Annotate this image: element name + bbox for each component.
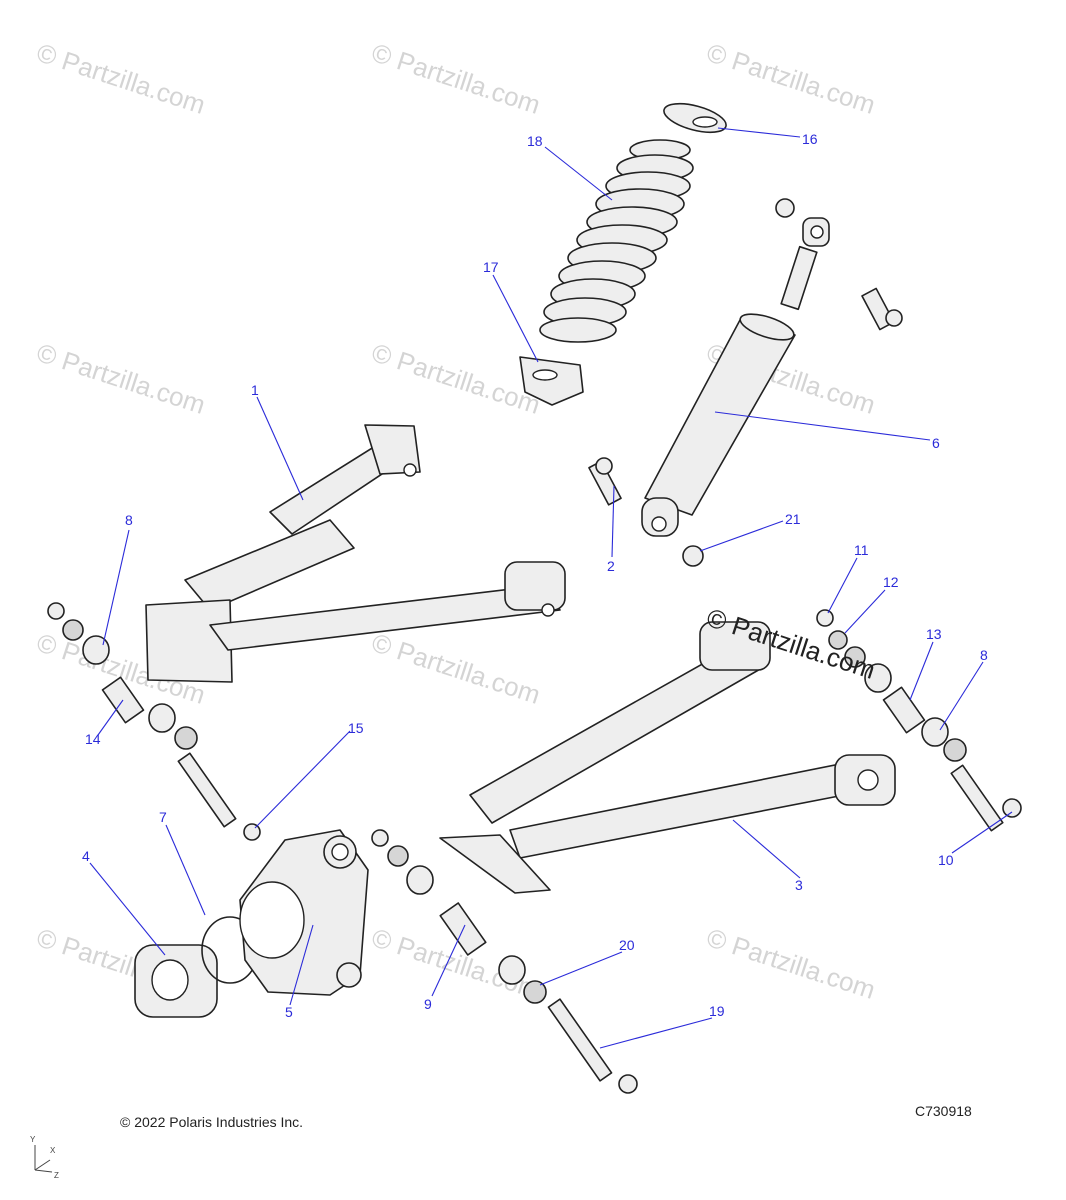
leader-line-9 <box>431 924 466 997</box>
callout-10: 10 <box>938 852 954 868</box>
callout-3: 3 <box>795 877 803 893</box>
part-shock-upper-bolt <box>861 287 903 331</box>
callout-6: 6 <box>932 435 940 451</box>
leader-line-16 <box>599 1017 713 1049</box>
axis-z-label: Z <box>54 1171 59 1180</box>
part-right-bushing-stack <box>816 609 1022 832</box>
leader-line-17 <box>717 127 801 138</box>
callout-11: 11 <box>854 542 869 558</box>
copyright-notice: © 2022 Polaris Industries Inc. <box>120 1114 303 1130</box>
callout-2: 2 <box>607 558 615 574</box>
callout-19: 18 <box>527 133 543 149</box>
leader-line-8 <box>102 529 130 646</box>
watermark: © Partzilla.com <box>368 337 544 420</box>
callout-15: 15 <box>348 720 364 736</box>
leader-line-7 <box>165 824 206 916</box>
watermark: © Partzilla.com <box>368 627 544 710</box>
leader-line-10 <box>951 811 1013 854</box>
axis-y-label: Y <box>30 1135 36 1144</box>
leader-line-21 <box>699 520 784 552</box>
callout-18: 17 <box>483 259 499 275</box>
part-wheel-bearing <box>134 944 218 1018</box>
leader-line-1 <box>256 396 304 501</box>
part-spring-seat <box>519 356 584 406</box>
callout-8: 8 <box>125 512 133 528</box>
part-nut-21 <box>682 545 704 567</box>
leader-line-18 <box>492 274 539 363</box>
leader-line-13 <box>909 641 934 701</box>
callout-5: 5 <box>285 1004 293 1020</box>
leader-line-15 <box>254 730 351 829</box>
part-coil-spring <box>539 139 694 343</box>
watermark-layer: © Partzilla.com © Partzilla.com © Partzi… <box>33 37 879 1005</box>
callout-16: 19 <box>709 1003 725 1019</box>
leader-line-4 <box>89 862 166 956</box>
watermark: © Partzilla.com <box>703 922 879 1005</box>
callout-13: 13 <box>926 626 942 642</box>
watermark: © Partzilla.com <box>33 337 209 420</box>
leader-line-8 <box>939 661 984 731</box>
part-shock-absorber <box>641 198 830 537</box>
leader-lines <box>89 127 1013 1049</box>
callouts: 16 18 17 6 1 2 21 8 14 15 11 12 13 8 10 … <box>82 131 988 1020</box>
callout-7: 7 <box>159 809 167 825</box>
part-retainer-clip <box>663 102 727 134</box>
part-lower-a-arm <box>439 621 896 894</box>
leader-line-2 <box>611 485 615 558</box>
drawing-code: C730918 <box>915 1103 972 1119</box>
callout-20: 20 <box>619 937 635 953</box>
leader-line-11 <box>827 557 858 614</box>
leader-line-19 <box>544 146 613 201</box>
watermark: © Partzilla.com <box>33 37 209 120</box>
callout-4: 4 <box>82 848 90 864</box>
part-upper-a-arm <box>145 424 566 683</box>
watermark: © Partzilla.com <box>703 37 879 120</box>
callout-21: 21 <box>785 511 801 527</box>
leader-line-5 <box>289 924 314 1006</box>
axis-triad: Y X Z <box>30 1135 59 1180</box>
axis-x-label: X <box>50 1146 56 1155</box>
leader-line-3 <box>732 819 801 879</box>
part-left-bushing-stack <box>47 602 261 841</box>
part-shock-lower-bolt <box>588 457 622 506</box>
leader-line-20 <box>539 951 623 986</box>
callout-9: 9 <box>424 996 432 1012</box>
callout-1: 1 <box>251 382 259 398</box>
leader-line-12 <box>844 589 886 634</box>
callout-12: 12 <box>883 574 899 590</box>
part-bearing-carrier <box>239 829 369 996</box>
watermark: © Partzilla.com <box>368 37 544 120</box>
callout-17: 16 <box>802 131 818 147</box>
callout-14: 14 <box>85 731 101 747</box>
leader-line-6 <box>714 411 931 441</box>
leader-line-14 <box>97 699 124 736</box>
callout-8-right: 8 <box>980 647 988 663</box>
